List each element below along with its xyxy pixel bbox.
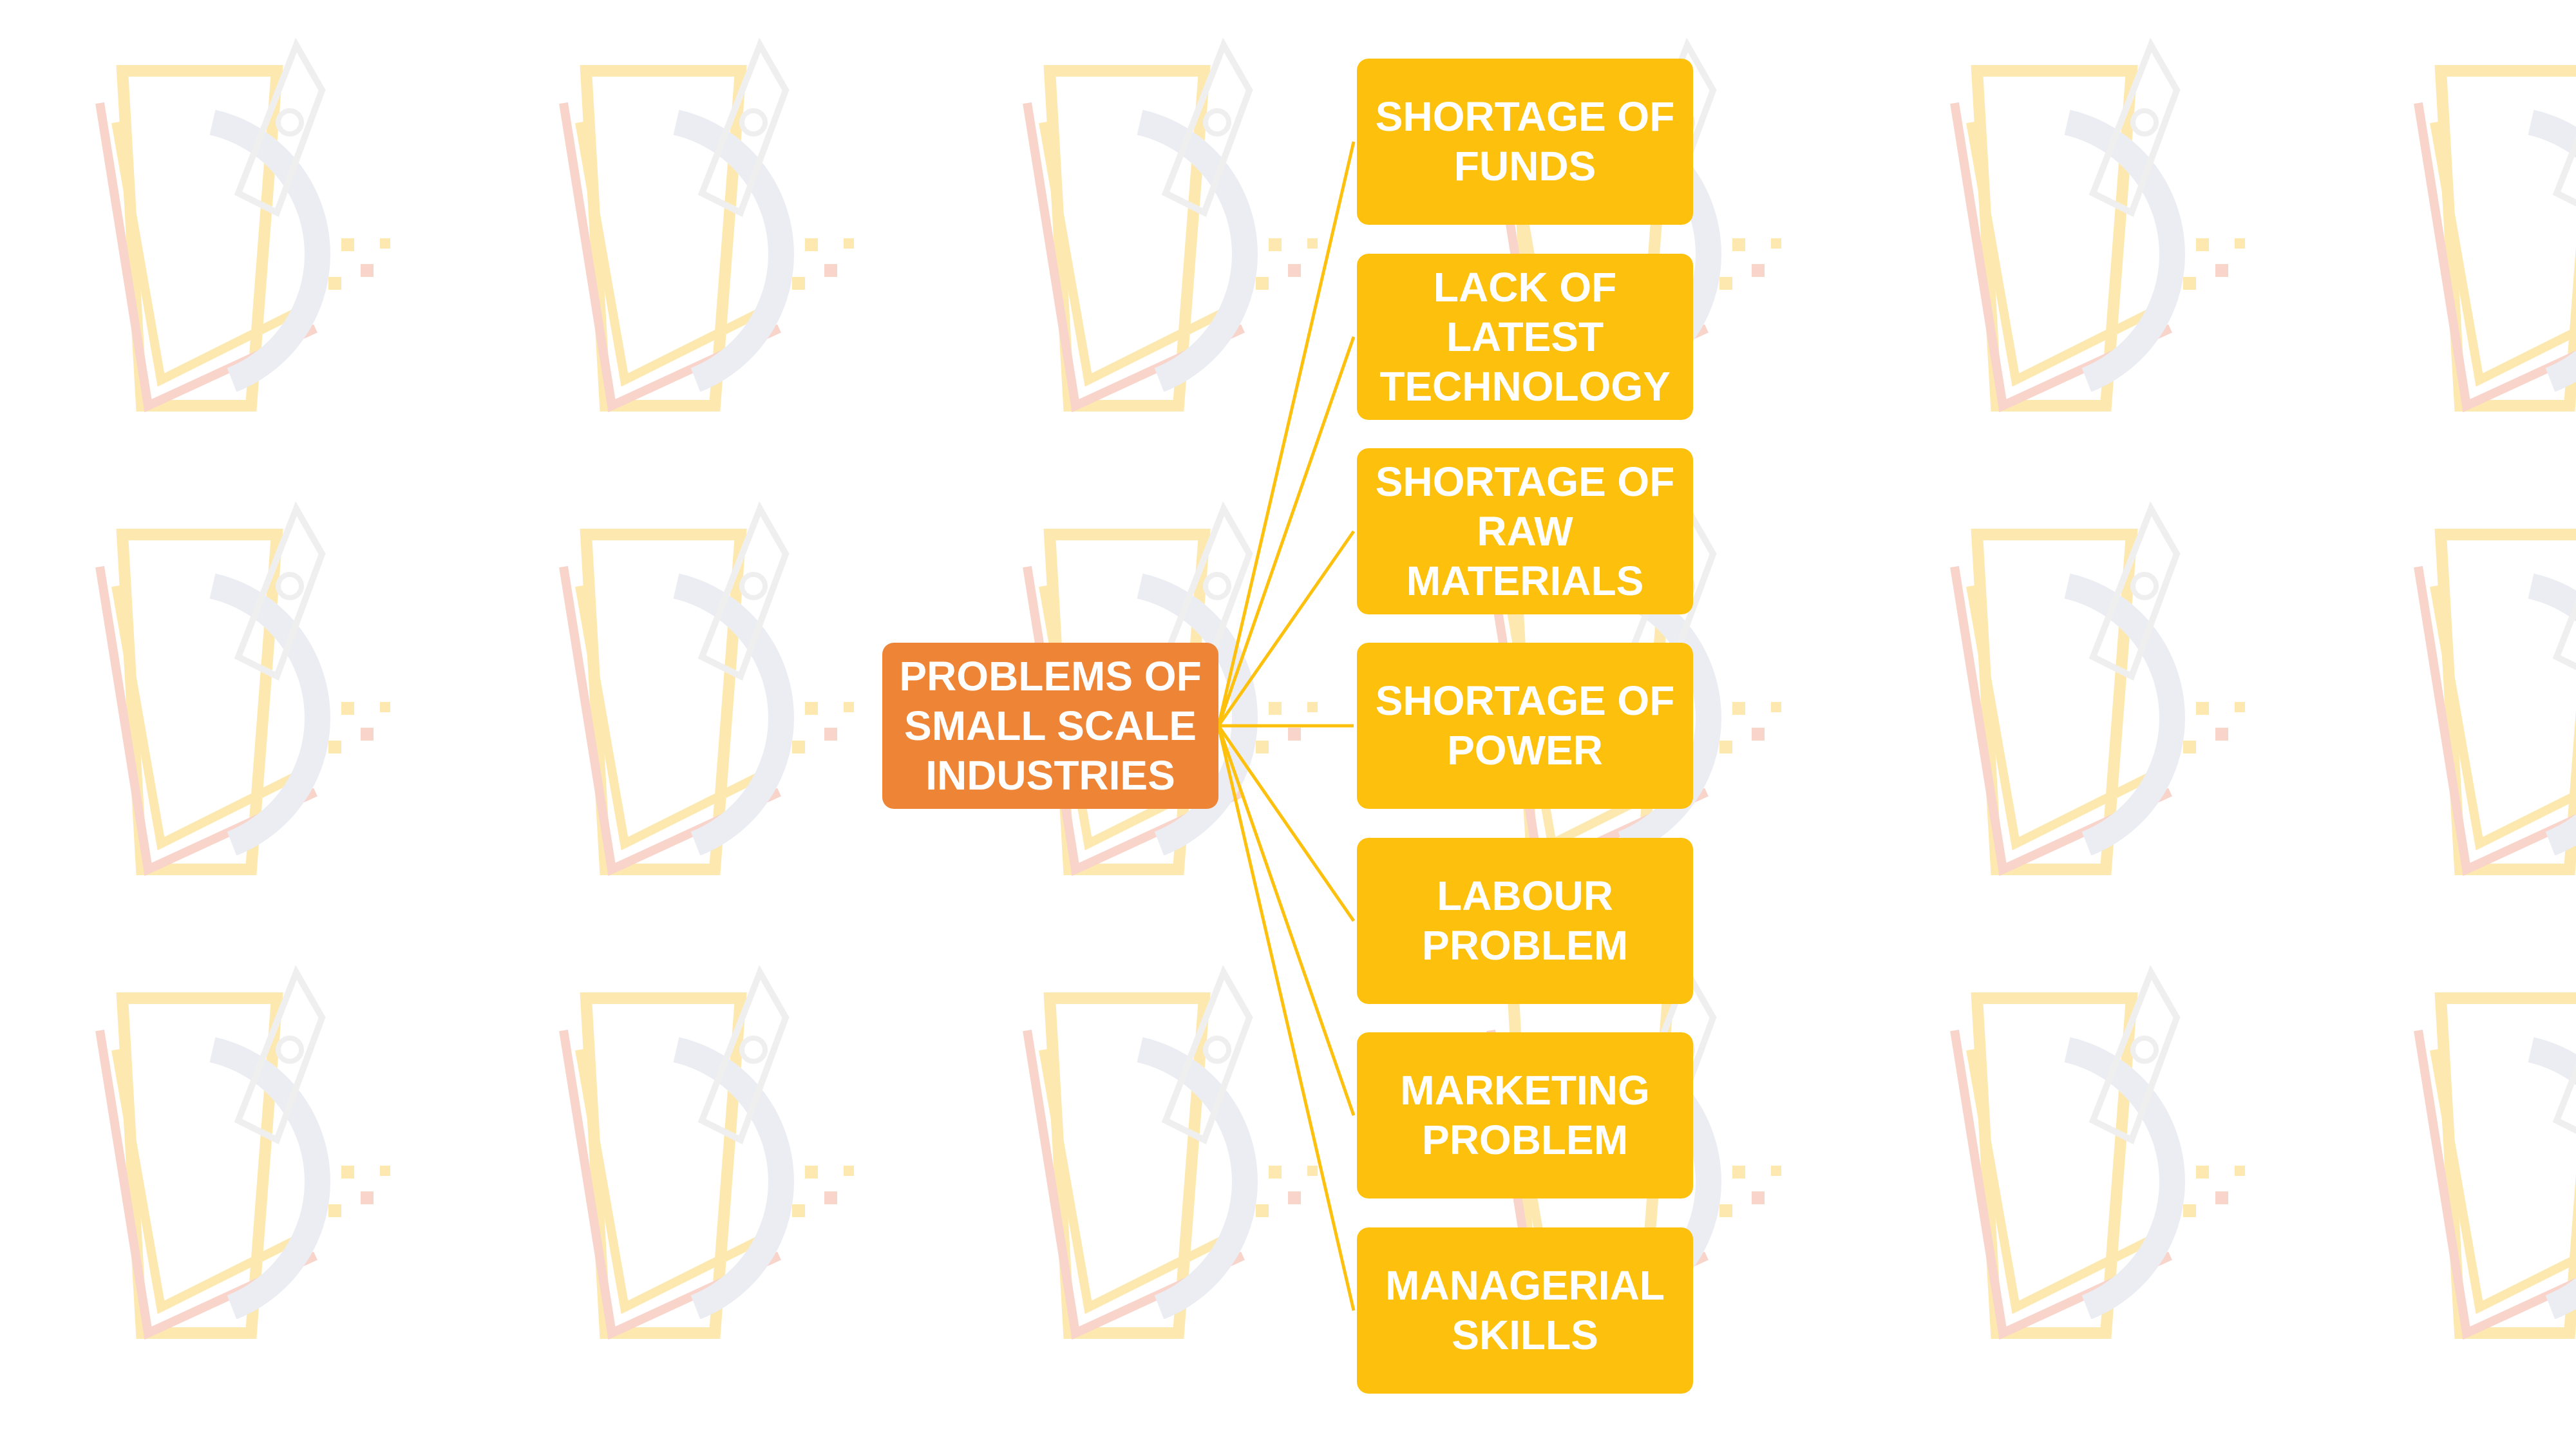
root-node: PROBLEMS OF SMALL SCALE INDUSTRIES xyxy=(882,643,1218,809)
connector-line xyxy=(1217,724,1356,922)
branch-node-label: SHORTAGE OF FUNDS xyxy=(1375,93,1675,189)
connector-line xyxy=(1217,336,1356,726)
connector-line xyxy=(1217,141,1356,726)
branch-node-shortage-of-power: SHORTAGE OF POWER xyxy=(1357,643,1693,809)
connector-line xyxy=(1217,725,1356,1116)
branch-node-labour-problem: LABOUR PROBLEM xyxy=(1357,838,1693,1004)
branch-node-label: MANAGERIAL SKILLS xyxy=(1385,1262,1665,1358)
branch-node-lack-of-latest-technology: LACK OF LATEST TECHNOLOGY xyxy=(1357,254,1693,420)
branch-node-label: LABOUR PROBLEM xyxy=(1422,873,1628,969)
branch-node-label: MARKETING PROBLEM xyxy=(1400,1067,1650,1163)
branch-node-label: SHORTAGE OF RAW MATERIALS xyxy=(1375,458,1675,604)
branch-node-shortage-of-funds: SHORTAGE OF FUNDS xyxy=(1357,59,1693,225)
branch-node-label: SHORTAGE OF POWER xyxy=(1375,677,1675,773)
connector-line xyxy=(1217,530,1356,727)
root-node-label: PROBLEMS OF SMALL SCALE INDUSTRIES xyxy=(899,652,1202,799)
branch-node-shortage-of-raw-materials: SHORTAGE OF RAW MATERIALS xyxy=(1357,448,1693,614)
connector-line xyxy=(1217,725,1356,1311)
branch-node-managerial-skills: MANAGERIAL SKILLS xyxy=(1357,1227,1693,1394)
branch-node-label: LACK OF LATEST TECHNOLOGY xyxy=(1379,263,1671,410)
branch-node-marketing-problem: MARKETING PROBLEM xyxy=(1357,1032,1693,1198)
